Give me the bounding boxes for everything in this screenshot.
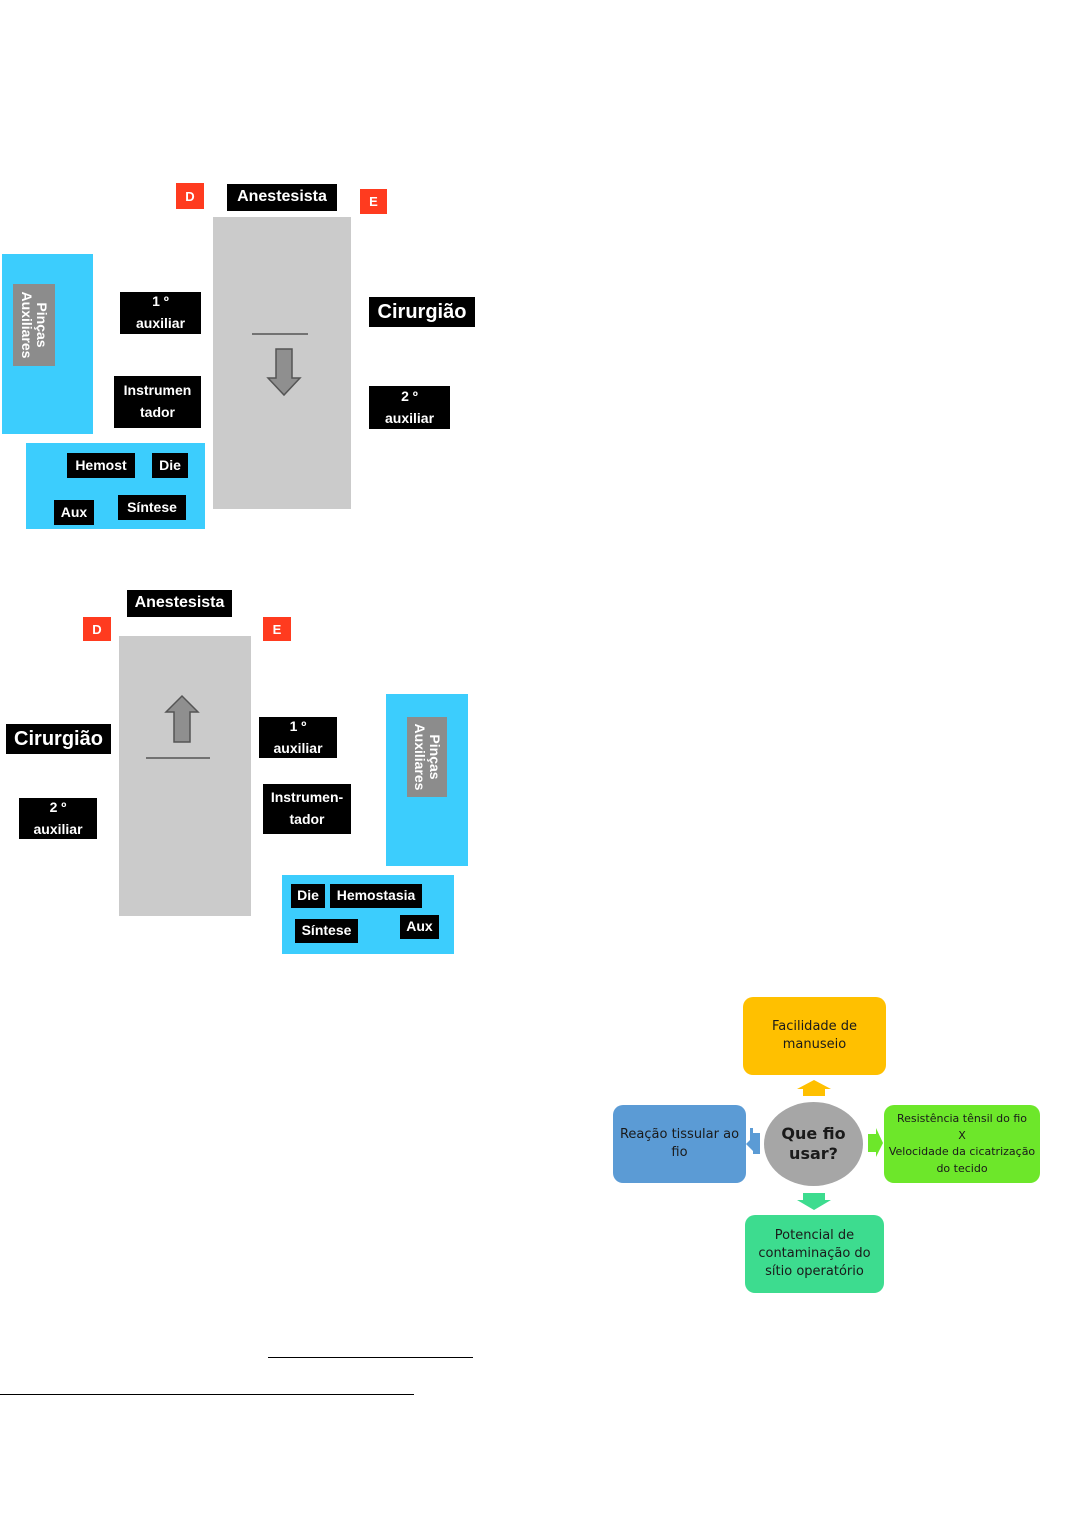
arrow-up-icon: [164, 694, 200, 743]
operating-table: [119, 636, 251, 916]
surgeon-label: Cirurgião: [369, 297, 475, 327]
right-side-marker: D: [83, 617, 111, 641]
arrow-right-icon: [868, 1128, 883, 1157]
tensile-strength-node: Resistência tênsil do fio X Velocidade d…: [884, 1105, 1040, 1183]
arrow-down-icon: [266, 348, 302, 397]
first-assistant-label: 1 º auxiliar: [120, 292, 201, 334]
signature-line: [268, 1357, 473, 1358]
arrow-left-icon: [746, 1134, 756, 1154]
left-side-marker: E: [263, 617, 291, 641]
aux-forceps-label: Pinças Auxiliares: [13, 284, 55, 366]
anesthetist-label: Anestesista: [227, 184, 337, 211]
second-assistant-label: 2 º auxiliar: [19, 798, 97, 839]
operating-room-layout-1: D Anestesista E Pinças Auxiliares 1 º au…: [0, 0, 500, 540]
hemostasis-instruments-label: Hemost: [67, 453, 135, 478]
synthesis-instruments-label: Síntese: [295, 919, 358, 943]
suture-choice-mindmap: Facilidade de manuseio Reação tissular a…: [600, 990, 1050, 1300]
auxiliary-instruments-label: Aux: [54, 500, 94, 525]
patient-orientation-marker: [252, 333, 308, 397]
patient-orientation-marker: [146, 694, 210, 759]
right-side-marker: D: [176, 183, 204, 209]
hemostasis-instruments-label: Hemostasia: [330, 884, 422, 908]
aux-forceps-label: Pinças Auxiliares: [407, 717, 447, 797]
second-assistant-label: 2 º auxiliar: [369, 386, 450, 429]
operating-room-layout-2: Anestesista D E Cirurgião 1 º auxiliar 2…: [0, 580, 500, 960]
instrumentator-label: Instrumen- tador: [263, 784, 351, 834]
dieresis-instruments-label: Die: [291, 884, 325, 908]
contamination-potential-node: Potencial de contaminação do sítio opera…: [745, 1215, 884, 1293]
footnote-separator: [0, 1394, 414, 1395]
instrumentator-label: Instrumen tador: [114, 376, 201, 428]
handling-ease-node: Facilidade de manuseio: [743, 997, 886, 1075]
left-side-marker: E: [360, 189, 387, 214]
dieresis-instruments-label: Die: [152, 453, 188, 478]
central-question-node: Que fio usar?: [764, 1102, 863, 1186]
auxiliary-instruments-label: Aux: [400, 915, 439, 939]
anesthetist-label: Anestesista: [127, 590, 232, 617]
arrow-down-icon: [797, 1193, 831, 1210]
arrow-up-icon: [797, 1080, 831, 1096]
synthesis-instruments-label: Síntese: [118, 495, 186, 520]
first-assistant-label: 1 º auxiliar: [259, 717, 337, 758]
tissue-reaction-node: Reação tissular ao fio: [613, 1105, 746, 1183]
connector-arrows: [746, 1080, 883, 1210]
surgeon-label: Cirurgião: [6, 724, 111, 754]
